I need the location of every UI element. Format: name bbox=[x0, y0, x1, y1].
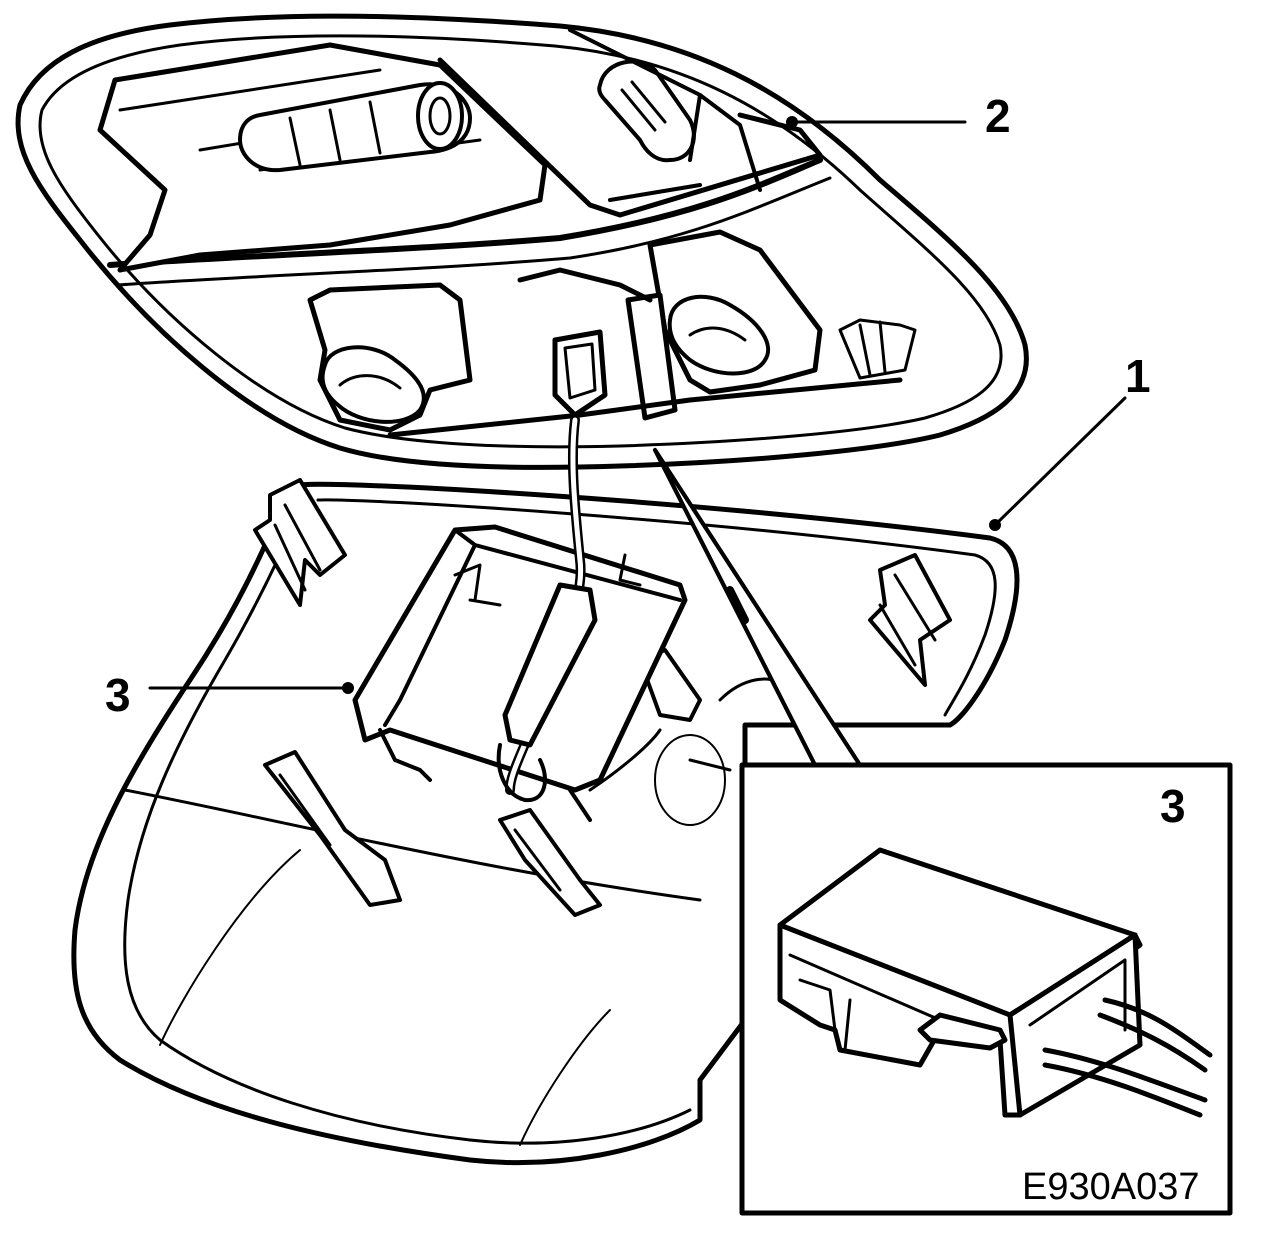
housing-inner-rim bbox=[38, 34, 1003, 449]
switch-box bbox=[352, 524, 688, 793]
callout-3-main: 3 bbox=[105, 669, 131, 721]
inset-wires bbox=[1042, 997, 1213, 1118]
callout-3-inset: 3 bbox=[1160, 780, 1186, 832]
leader-1 bbox=[993, 396, 1127, 527]
inset-end-plate bbox=[1007, 932, 1143, 1118]
detail-inset bbox=[739, 762, 1233, 1216]
upper-lamp-housing bbox=[15, 13, 1029, 470]
tubular-bulb bbox=[238, 81, 472, 173]
cable-plug bbox=[502, 582, 598, 748]
switch-unit-installed bbox=[352, 415, 688, 822]
tray-lip bbox=[107, 157, 823, 268]
wire-socket-right bbox=[625, 292, 678, 421]
callout-1: 1 bbox=[1125, 350, 1151, 402]
cover-clip bbox=[498, 808, 602, 917]
inset-latch bbox=[917, 1012, 1008, 1051]
cover-inner-outline bbox=[123, 498, 997, 1145]
figure-code: E930A037 bbox=[1022, 1166, 1200, 1208]
cover-clip bbox=[253, 478, 347, 607]
cover-clip bbox=[263, 750, 402, 907]
callout-2: 2 bbox=[985, 90, 1011, 142]
